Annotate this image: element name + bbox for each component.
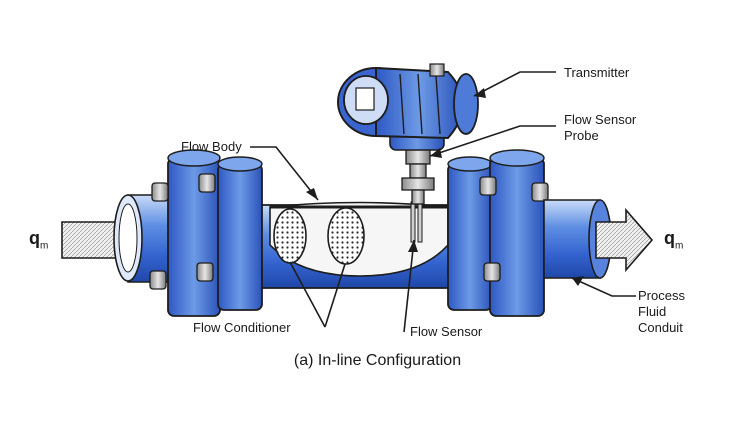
flow-sensor-probe-label-line1: Flow Sensor [564, 112, 637, 127]
process-fluid-conduit-label-line3: Conduit [638, 320, 683, 335]
leader-flow-body [250, 146, 319, 201]
leader-arrowheads [306, 88, 584, 286]
left-flange-bolts [149, 173, 216, 290]
flow-sensor-probe [401, 147, 435, 205]
leader-transmitter [473, 71, 556, 97]
transmitter-label: Transmitter [564, 65, 630, 80]
process-fluid-conduit-label-line2: Fluid [638, 304, 667, 319]
leader-probe [429, 125, 556, 157]
inlet-mass-flow-symbol: qm [29, 228, 49, 252]
process-fluid-conduit-label-line1: Process [638, 288, 685, 303]
outlet-flow-arrow [595, 207, 654, 273]
figure-caption: (a) In-line Configuration [293, 352, 462, 369]
leader-conditioner-1 [289, 261, 326, 328]
leader-flow-sensor [403, 239, 415, 333]
right-flange [447, 149, 545, 317]
outlet-mass-flow-symbol: qm [664, 228, 684, 252]
flow-sensor-label: Flow Sensor [410, 324, 483, 339]
flow-conditioner-plates [273, 207, 365, 265]
leader-conduit [571, 277, 636, 297]
right-flange-bolts [479, 176, 549, 282]
transmitter-head [337, 63, 479, 151]
flow-sensor-probe-label-line2: Probe [564, 128, 599, 143]
leader-lines [250, 71, 636, 333]
flow-conditioner-label: Flow Conditioner [193, 320, 291, 335]
leader-conditioner-2 [324, 263, 346, 328]
flow-body-label: Flow Body [181, 139, 242, 154]
